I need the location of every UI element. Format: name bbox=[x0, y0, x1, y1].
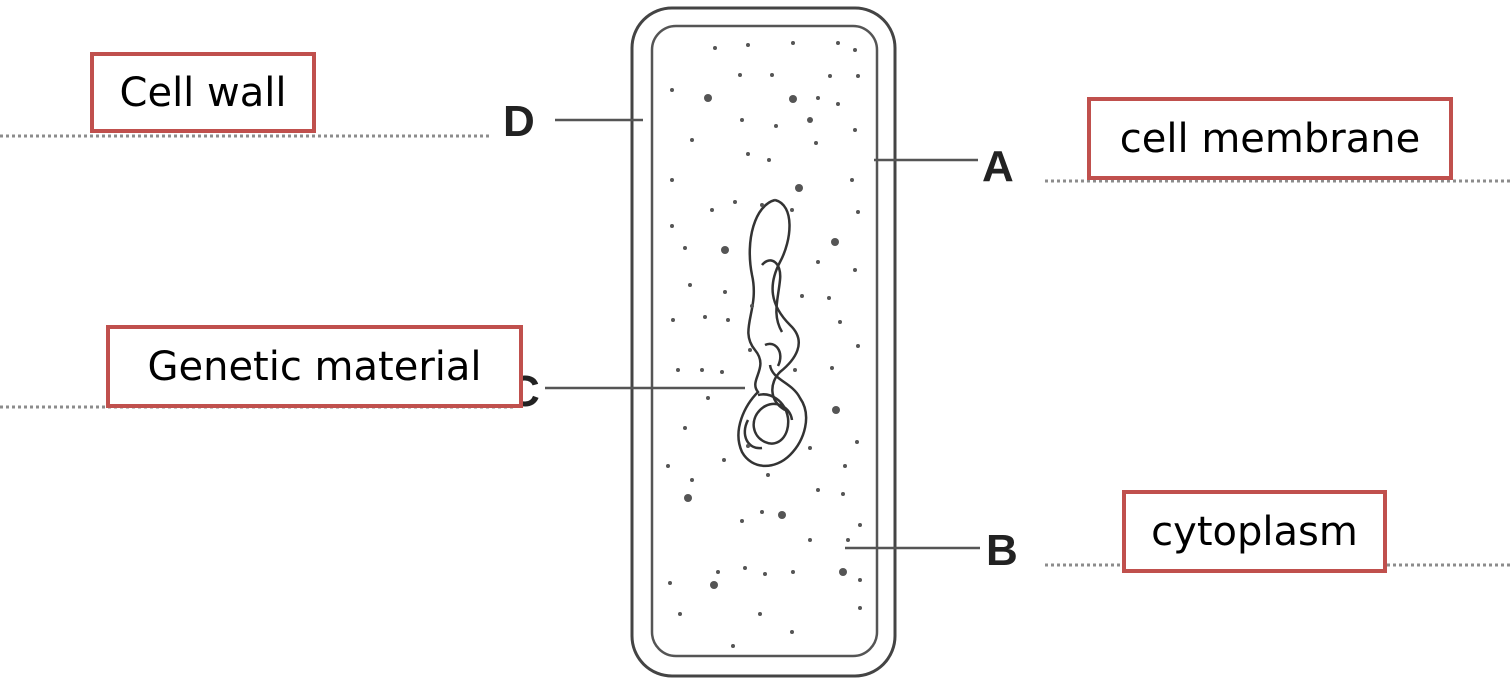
granule-dot bbox=[678, 612, 682, 616]
granule-dot bbox=[858, 606, 862, 610]
granule-dot bbox=[670, 178, 674, 182]
granule-dot bbox=[670, 88, 674, 92]
granule-dot bbox=[839, 568, 847, 576]
granule-dot bbox=[800, 294, 804, 298]
granule-dot bbox=[808, 446, 812, 450]
granule-dot bbox=[668, 581, 672, 585]
granule-dot bbox=[814, 141, 818, 145]
granule-dot bbox=[731, 644, 735, 648]
granule-dot bbox=[838, 320, 842, 324]
granule-dot bbox=[671, 318, 675, 322]
granule-dot bbox=[720, 370, 724, 374]
granule-dot bbox=[808, 538, 812, 542]
granule-dot bbox=[670, 224, 674, 228]
granule-dot bbox=[856, 74, 860, 78]
granule-dot bbox=[746, 43, 750, 47]
granule-dot bbox=[721, 246, 729, 254]
granule-dot bbox=[816, 96, 820, 100]
granule-dot bbox=[743, 566, 747, 570]
granule-dot bbox=[850, 178, 854, 182]
granule-dot bbox=[710, 581, 718, 589]
granule-dot bbox=[858, 578, 862, 582]
granule-dot bbox=[791, 41, 795, 45]
granule-dot bbox=[716, 570, 720, 574]
granule-dot bbox=[666, 464, 670, 468]
granule-dot bbox=[704, 94, 712, 102]
granule-dot bbox=[774, 124, 778, 128]
granule-dot bbox=[703, 315, 707, 319]
granule-dot bbox=[807, 117, 813, 123]
label-letter-b: B bbox=[986, 526, 1018, 575]
granule-dot bbox=[853, 268, 857, 272]
granule-dot bbox=[816, 488, 820, 492]
granule-dot bbox=[846, 538, 850, 542]
answer-box-cell-membrane: cell membrane bbox=[1087, 97, 1453, 180]
granule-dot bbox=[750, 304, 754, 308]
granule-dot bbox=[733, 200, 737, 204]
granule-dot bbox=[760, 203, 764, 207]
granule-dot bbox=[713, 46, 717, 50]
granule-dot bbox=[830, 366, 834, 370]
granule-dot bbox=[828, 74, 832, 78]
granule-dot bbox=[683, 426, 687, 430]
granule-dot bbox=[684, 494, 692, 502]
answer-box-genetic-material: Genetic material bbox=[106, 325, 523, 408]
granule-dot bbox=[688, 283, 692, 287]
granule-dot bbox=[793, 368, 797, 372]
granule-dot bbox=[700, 368, 704, 372]
granule-dot bbox=[690, 138, 694, 142]
granule-dot bbox=[740, 519, 744, 523]
granule-dot bbox=[856, 210, 860, 214]
granule-dot bbox=[726, 318, 730, 322]
granule-dot bbox=[723, 290, 727, 294]
granule-dot bbox=[816, 260, 820, 264]
granule-dot bbox=[766, 473, 770, 477]
granule-dot bbox=[855, 440, 859, 444]
granule-dot bbox=[740, 118, 744, 122]
granule-dot bbox=[746, 444, 750, 448]
granule-dot bbox=[676, 368, 680, 372]
granule-dot bbox=[831, 238, 839, 246]
granule-dot bbox=[853, 48, 857, 52]
granule-dot bbox=[856, 344, 860, 348]
label-letter-d: D bbox=[503, 97, 535, 146]
granule-dot bbox=[843, 464, 847, 468]
label-letter-a: A bbox=[982, 142, 1014, 191]
granule-dot bbox=[790, 630, 794, 634]
granule-dot bbox=[770, 73, 774, 77]
granule-dot bbox=[767, 158, 771, 162]
granule-dot bbox=[760, 510, 764, 514]
granule-dot bbox=[832, 406, 840, 414]
granule-dot bbox=[841, 492, 845, 496]
granule-dot bbox=[758, 612, 762, 616]
granule-dot bbox=[836, 102, 840, 106]
granule-dot bbox=[738, 73, 742, 77]
granule-dot bbox=[789, 95, 797, 103]
answer-box-cytoplasm: cytoplasm bbox=[1122, 490, 1387, 573]
granule-dot bbox=[748, 348, 752, 352]
granule-dot bbox=[836, 41, 840, 45]
granule-dot bbox=[683, 246, 687, 250]
granule-dot bbox=[722, 458, 726, 462]
granule-dot bbox=[790, 208, 794, 212]
answer-box-cell-wall: Cell wall bbox=[90, 52, 316, 133]
granule-dot bbox=[795, 184, 803, 192]
cell-wall-outline bbox=[632, 8, 895, 676]
granule-dot bbox=[710, 208, 714, 212]
granule-dot bbox=[690, 478, 694, 482]
granule-dot bbox=[778, 511, 786, 519]
granule-dot bbox=[827, 296, 831, 300]
granule-dot bbox=[763, 572, 767, 576]
granule-dot bbox=[706, 396, 710, 400]
granule-dot bbox=[746, 152, 750, 156]
granule-dot bbox=[791, 570, 795, 574]
granule-dot bbox=[858, 523, 862, 527]
granule-dot bbox=[853, 128, 857, 132]
